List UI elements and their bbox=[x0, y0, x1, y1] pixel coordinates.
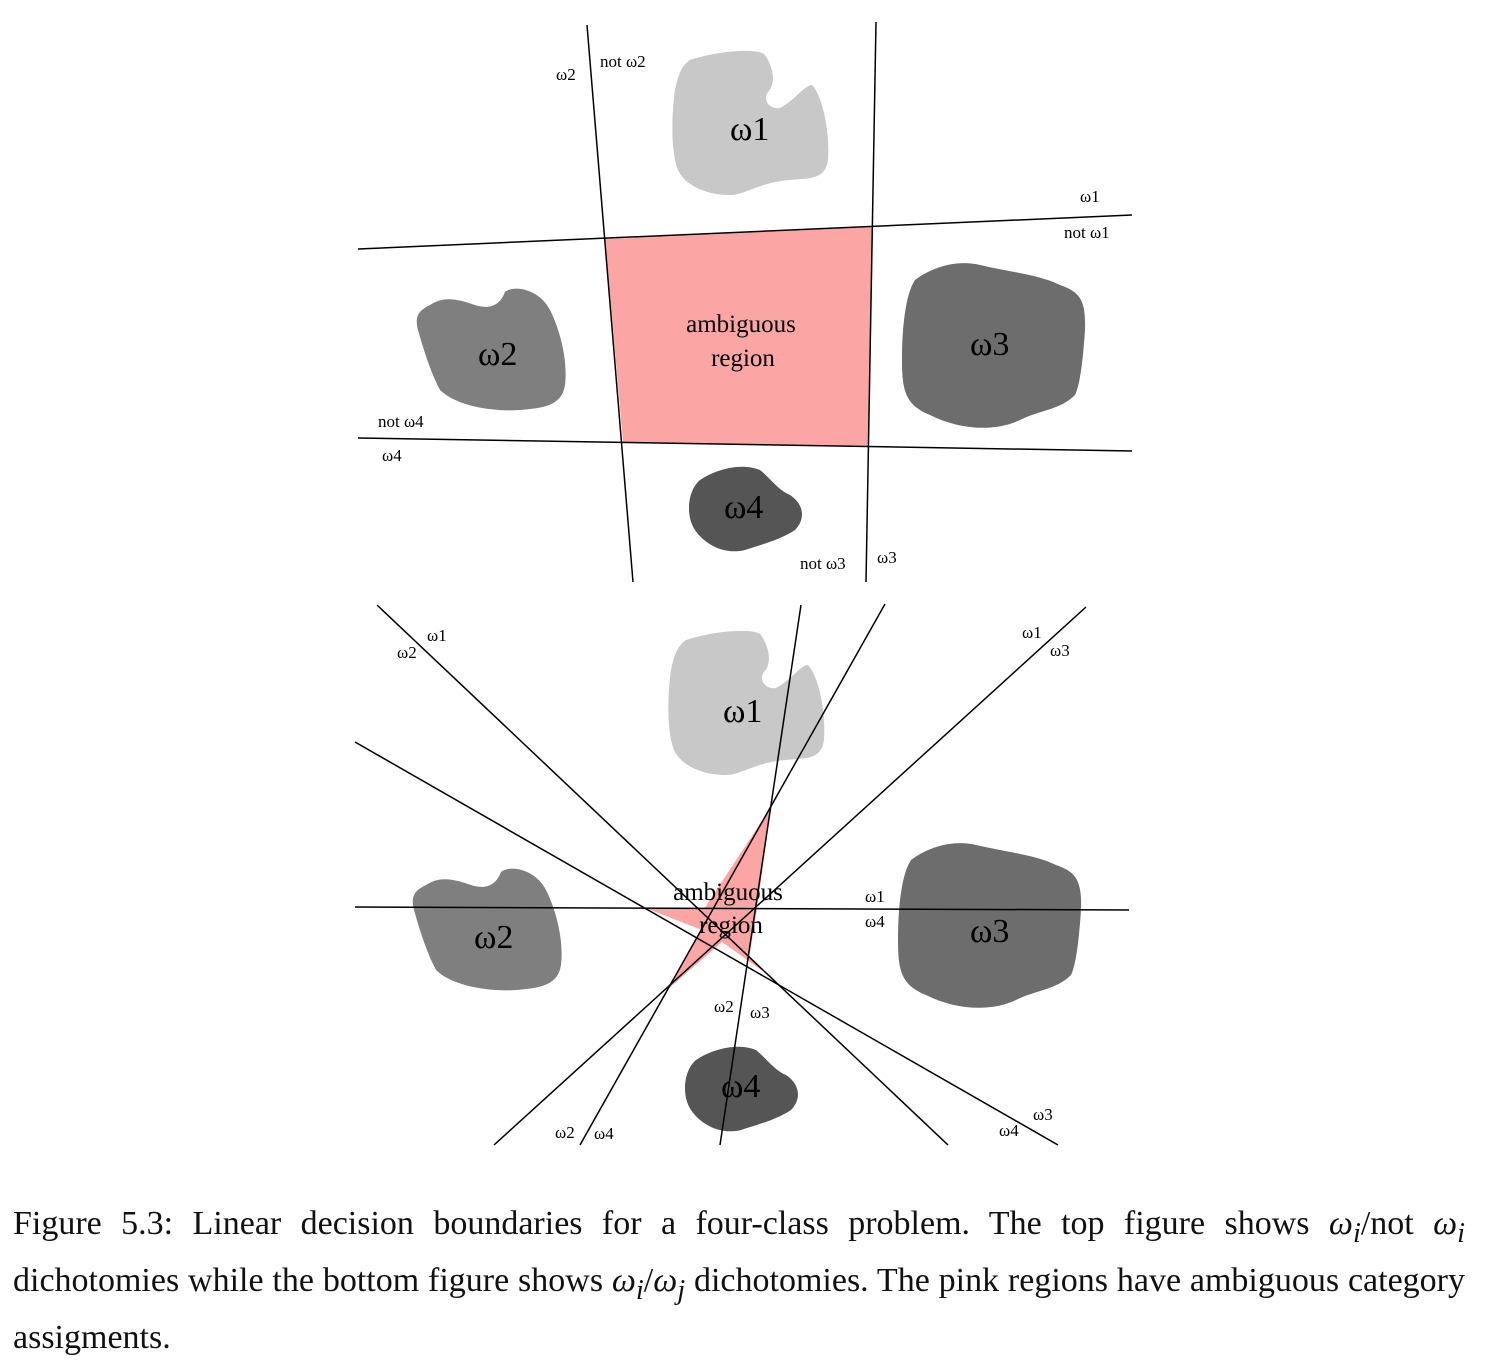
boundary-label: ω4 bbox=[999, 1121, 1019, 1140]
caption-text: / bbox=[643, 1261, 654, 1299]
boundary-omega1-omega4 bbox=[354, 906, 1130, 911]
caption-text: /not bbox=[1360, 1205, 1434, 1242]
class-omega2-blob bbox=[416, 288, 566, 411]
caption-math: i bbox=[635, 1274, 644, 1306]
boundary-label: ω4 bbox=[594, 1124, 614, 1143]
boundary-label: ω1 bbox=[427, 626, 447, 645]
class-omega3-blob bbox=[898, 843, 1082, 1008]
boundary-label: not ω1 bbox=[1064, 223, 1110, 242]
boundary-label: ω1 bbox=[1022, 623, 1042, 642]
class-label: ω2 bbox=[474, 919, 513, 956]
boundary-omega2 bbox=[586, 24, 634, 583]
boundary-label: ω3 bbox=[1050, 641, 1070, 660]
caption-text: dichotomies while the bottom figure show… bbox=[13, 1261, 612, 1299]
boundary-label: ω2 bbox=[555, 1123, 575, 1142]
class-omega4-blob bbox=[688, 466, 802, 552]
boundary-omega2-omega3 bbox=[719, 604, 802, 1146]
boundary-label: ω1 bbox=[865, 887, 885, 906]
boundary-label: ω1 bbox=[1080, 187, 1100, 206]
class-label: ω2 bbox=[478, 336, 517, 373]
boundary-omega2-omega4 bbox=[579, 603, 886, 1146]
ambiguous-label: ambiguous bbox=[673, 879, 783, 906]
class-omega1-blob bbox=[672, 50, 829, 195]
caption-math: ω bbox=[611, 1261, 636, 1299]
figure-caption: Figure 5.3: Linear decision boundaries f… bbox=[13, 1200, 1465, 1361]
caption-math: ω bbox=[653, 1261, 678, 1299]
class-label: ω3 bbox=[970, 326, 1009, 363]
boundary-omega3 bbox=[865, 21, 877, 583]
boundary-label: ω3 bbox=[1033, 1105, 1053, 1124]
caption-math: i bbox=[1457, 1217, 1465, 1249]
class-label: ω4 bbox=[724, 489, 763, 526]
figure: ω1 ω2 ω3 ω4 ambiguous region ω2 not ω2 ω… bbox=[354, 21, 1133, 1146]
ambiguous-label: region bbox=[711, 345, 775, 372]
class-omega1-blob bbox=[668, 630, 825, 775]
boundary-label: ω2 bbox=[397, 643, 417, 662]
boundary-omega1 bbox=[357, 214, 1133, 250]
caption-math: j bbox=[677, 1274, 686, 1306]
caption-math: ω bbox=[1328, 1205, 1353, 1242]
class-omega4-blob bbox=[684, 1046, 798, 1132]
caption-math: i bbox=[1352, 1217, 1361, 1249]
caption-text: Figure 5.3: Linear decision boundaries f… bbox=[13, 1205, 1329, 1242]
class-label: ω1 bbox=[730, 111, 769, 148]
boundary-omega4 bbox=[357, 437, 1133, 452]
boundary-label: ω2 bbox=[714, 997, 734, 1016]
boundary-label: not ω2 bbox=[600, 52, 646, 71]
class-omega3-blob bbox=[902, 263, 1086, 428]
ambiguous-label: region bbox=[699, 912, 763, 939]
ambiguous-label: ambiguous bbox=[686, 311, 796, 338]
boundary-label: ω4 bbox=[382, 446, 402, 465]
class-label: ω4 bbox=[721, 1068, 760, 1105]
bottom-figure: ω1 ω2 ω3 ω4 ambiguous region ω1 ω2 ω1 ω3… bbox=[354, 603, 1130, 1146]
boundary-omega1-omega3 bbox=[493, 606, 1087, 1146]
top-figure: ω1 ω2 ω3 ω4 ambiguous region ω2 not ω2 ω… bbox=[357, 21, 1133, 583]
boundary-label: not ω3 bbox=[800, 554, 846, 573]
class-omega2-blob bbox=[412, 868, 562, 991]
boundary-label: not ω4 bbox=[378, 412, 424, 431]
boundary-label: ω2 bbox=[556, 65, 576, 84]
boundary-omega1-omega2 bbox=[376, 604, 949, 1146]
boundary-omega3-omega4 bbox=[354, 741, 1059, 1146]
caption-text: dichotomies. The pink regions have ambig… bbox=[13, 1261, 1465, 1356]
caption-math: ω bbox=[1433, 1205, 1458, 1242]
boundary-label: ω3 bbox=[877, 548, 897, 567]
ambiguous-region-top bbox=[605, 227, 873, 446]
boundary-label: ω4 bbox=[865, 912, 885, 931]
boundary-label: ω3 bbox=[750, 1003, 770, 1022]
class-label: ω3 bbox=[970, 913, 1009, 950]
class-label: ω1 bbox=[723, 693, 762, 730]
